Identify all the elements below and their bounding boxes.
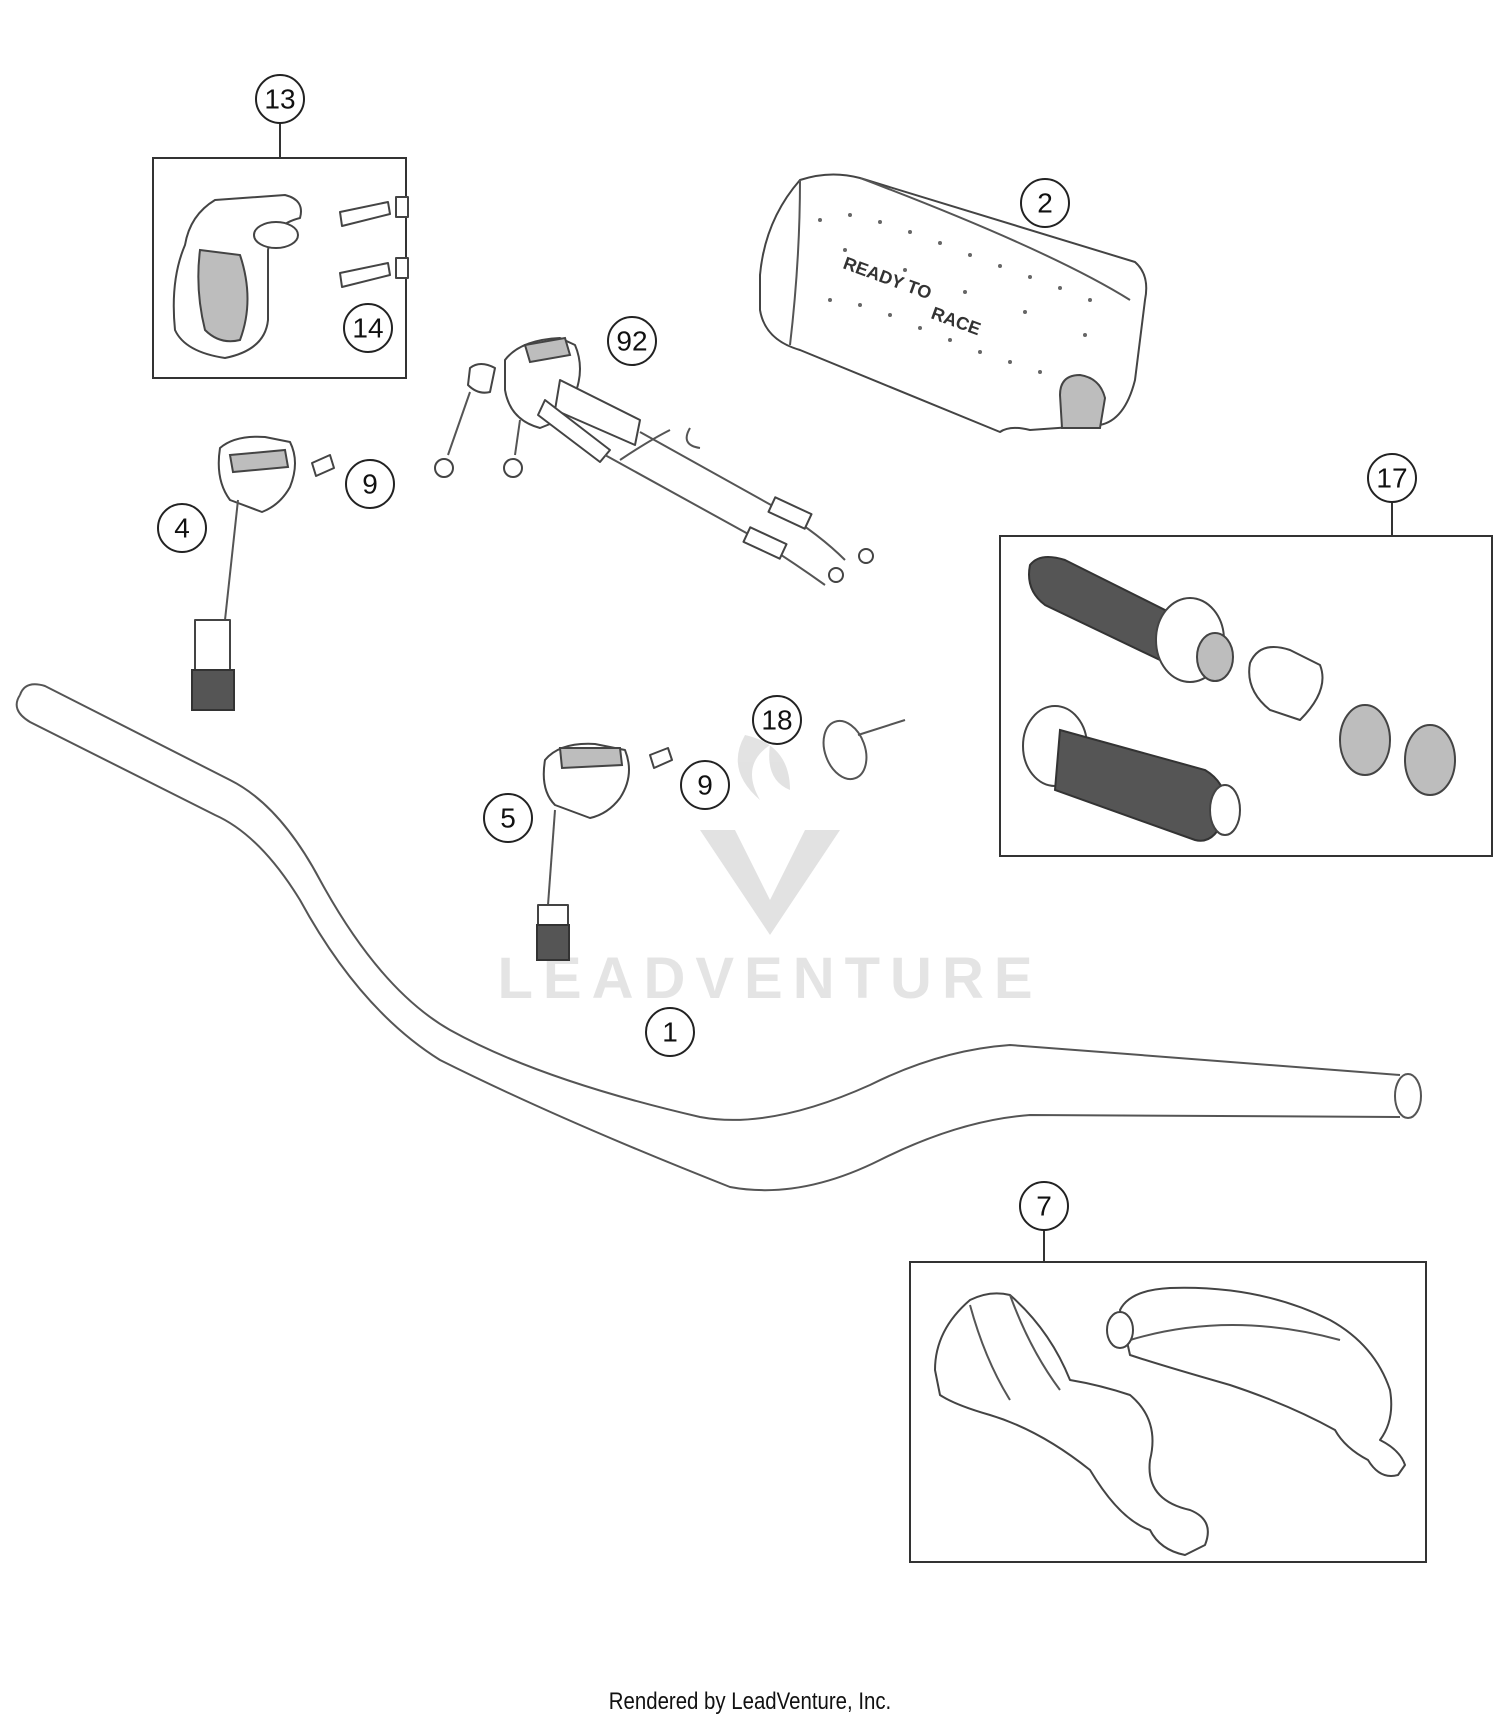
callout-1-label: 1 <box>662 1017 678 1048</box>
callout-1: 1 <box>645 1007 695 1057</box>
callout-92: 92 <box>607 316 657 366</box>
callout-9-upper-label: 9 <box>362 469 378 500</box>
callout-18: 18 <box>752 695 802 745</box>
callout-4-label: 4 <box>174 513 190 544</box>
callout-92-label: 92 <box>616 326 647 357</box>
leadventure-watermark: LEADVENTURE <box>497 735 1042 1011</box>
callout-9-upper: 9 <box>345 459 395 509</box>
handlebar-part <box>15 683 1422 1192</box>
callout-18-label: 18 <box>761 705 792 736</box>
callout-9-lower: 9 <box>680 760 730 810</box>
right-switch-part <box>536 742 673 961</box>
callout-2-label: 2 <box>1037 188 1053 219</box>
throttle-housing-part <box>434 336 874 586</box>
callout-17: 17 <box>1367 453 1417 503</box>
callout-7: 7 <box>1019 1181 1069 1231</box>
callout-13: 13 <box>255 74 305 158</box>
grip-set-part <box>999 503 1493 857</box>
callout-7-label: 7 <box>1036 1191 1052 1222</box>
callout-4: 4 <box>157 503 207 553</box>
callout-14-label: 14 <box>352 313 383 344</box>
cable-tie-part <box>822 719 906 781</box>
callout-5-label: 5 <box>500 803 516 834</box>
hand-guards-box <box>909 1261 1427 1563</box>
callout-2: 2 <box>1020 178 1070 228</box>
callout-13-label: 13 <box>264 84 295 115</box>
hand-guards-part <box>909 1230 1427 1563</box>
footer-credit: Rendered by LeadVenture, Inc. <box>608 1688 892 1715</box>
handlebar-pad-part: READY TO RACE <box>759 173 1148 433</box>
grip-set-box <box>999 535 1493 857</box>
watermark-text: LEADVENTURE <box>497 946 1042 1011</box>
left-switch-part <box>191 435 335 711</box>
callout-14: 14 <box>343 303 393 353</box>
callout-9-lower-label: 9 <box>697 770 713 801</box>
callout-5: 5 <box>483 793 533 843</box>
callout-17-label: 17 <box>1376 463 1407 494</box>
